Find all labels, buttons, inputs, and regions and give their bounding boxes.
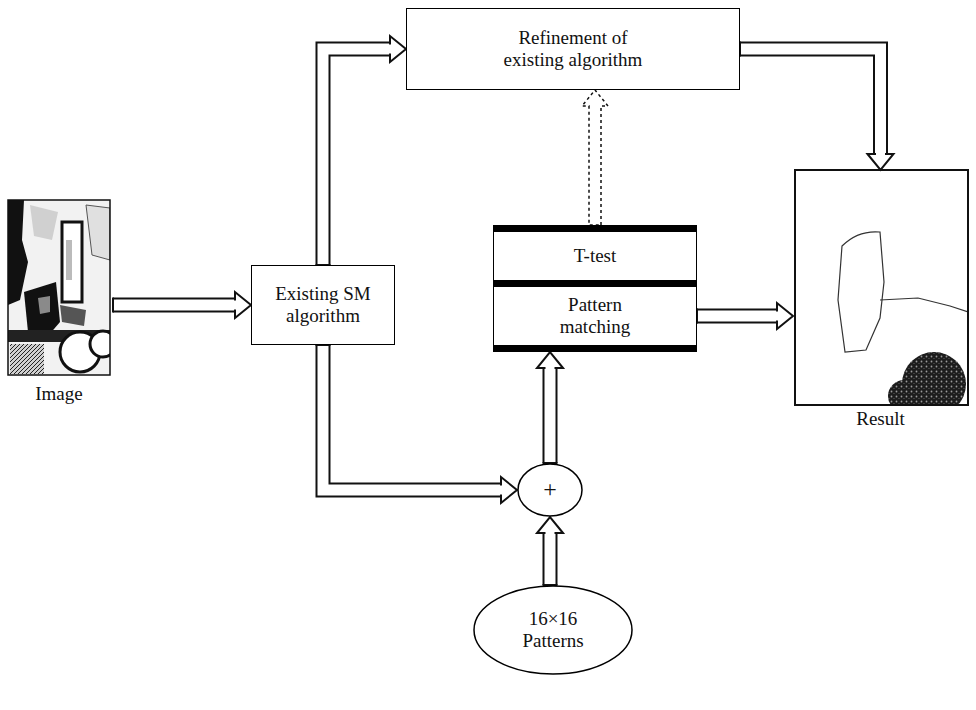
image-node: Image <box>5 200 113 405</box>
node-label: Pattern matching <box>545 294 645 338</box>
result-frame <box>795 170 968 405</box>
node-label: Result <box>856 408 905 430</box>
node-label: Image <box>35 383 82 405</box>
sum-circle: + <box>517 463 583 517</box>
block-arrow <box>537 517 563 585</box>
block-arrow <box>316 345 518 503</box>
block-arrow <box>316 36 407 265</box>
node-label: Existing SM algorithm <box>263 283 383 327</box>
image-frame <box>8 200 110 375</box>
block-arrow <box>697 303 793 329</box>
process-box: Refinement of existing algorithm <box>406 8 740 90</box>
node-label: 16×16 Patterns <box>508 608 598 652</box>
block-arrow <box>537 352 563 463</box>
pattern-ellipse: 16×16 Patterns <box>473 585 633 675</box>
dotted-arrow <box>582 90 608 225</box>
node-label: Refinement of existing algorithm <box>491 27 656 71</box>
input-image <box>8 200 110 375</box>
node-label: + <box>543 476 557 504</box>
result-image <box>795 170 968 405</box>
test-band: T-test <box>493 225 697 280</box>
node-label: T-test <box>574 245 617 267</box>
matching-band: Pattern matching <box>493 280 697 352</box>
block-arrow <box>113 292 251 318</box>
process-box: Existing SM algorithm <box>251 265 395 345</box>
block-arrow <box>740 42 894 171</box>
result-node: Result <box>793 170 968 430</box>
